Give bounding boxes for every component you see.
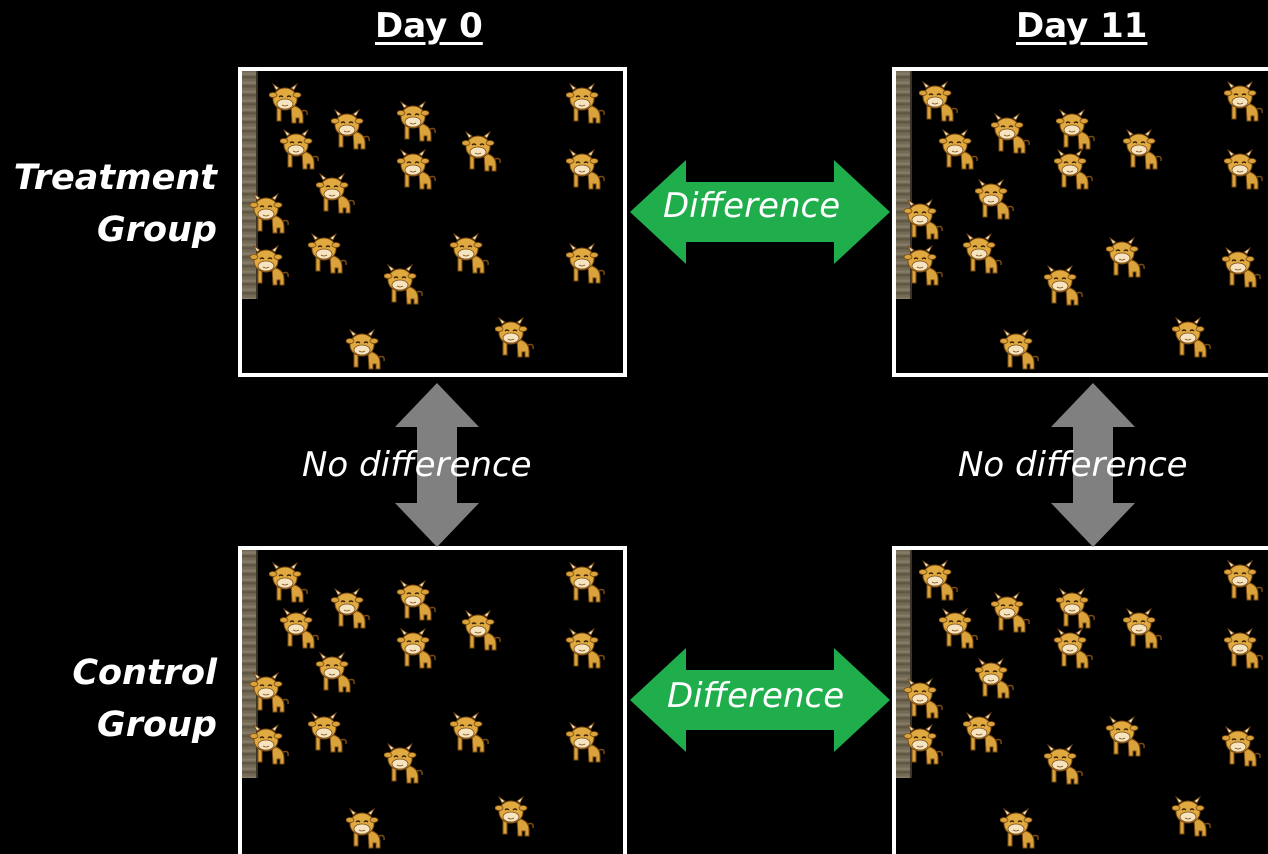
- cow-icon: [307, 711, 348, 754]
- header-day-0: Day 0: [375, 6, 483, 46]
- cow-icon: [565, 148, 606, 191]
- cow-icon: [565, 242, 606, 285]
- cow-icon: [315, 651, 356, 694]
- cow-icon: [383, 742, 424, 785]
- cow-icon: [1171, 795, 1212, 838]
- cow-icon: [1105, 236, 1146, 279]
- difference-arrow-treatment: [630, 160, 890, 264]
- cow-icon: [1053, 148, 1094, 191]
- no-difference-arrow-day-0: [395, 383, 479, 547]
- cow-icon: [1223, 80, 1264, 123]
- no-difference-label-day-0: No difference: [302, 445, 532, 485]
- label-treatment-group: Treatment Group: [2, 152, 217, 256]
- cow-icon: [461, 130, 502, 173]
- label-control-line1: Control: [72, 653, 217, 693]
- cow-icon: [903, 198, 944, 241]
- cow-icon: [1122, 128, 1163, 171]
- label-treatment-line1: Treatment: [13, 158, 217, 198]
- cow-icon: [279, 607, 320, 650]
- cow-icon: [990, 112, 1031, 155]
- cow-icon: [1171, 316, 1212, 359]
- cow-icon: [330, 108, 371, 151]
- cow-icon: [249, 723, 290, 766]
- fence-icon: [242, 550, 258, 778]
- label-treatment-line2: Group: [96, 210, 217, 250]
- header-day-11: Day 11: [1016, 6, 1148, 46]
- label-control-group: Control Group: [2, 647, 217, 751]
- cow-icon: [249, 671, 290, 714]
- cow-icon: [249, 192, 290, 235]
- cow-icon: [1122, 607, 1163, 650]
- panel-treatment-day-0: [238, 67, 627, 377]
- cow-icon: [268, 82, 309, 125]
- cow-icon: [565, 82, 606, 125]
- cow-icon: [1221, 725, 1262, 768]
- cow-icon: [962, 711, 1003, 754]
- cow-icon: [565, 627, 606, 670]
- cow-icon: [449, 232, 490, 275]
- cow-icon: [1223, 559, 1264, 602]
- cow-icon: [903, 723, 944, 766]
- no-difference-label-day-11: No difference: [958, 445, 1188, 485]
- cow-icon: [396, 627, 437, 670]
- cow-icon: [494, 316, 535, 359]
- cow-icon: [565, 721, 606, 764]
- panel-control-day-11: [892, 546, 1268, 854]
- cow-icon: [1053, 627, 1094, 670]
- panel-control-day-0: [238, 546, 627, 854]
- cow-icon: [918, 559, 959, 602]
- cow-icon: [449, 711, 490, 754]
- cow-icon: [1223, 627, 1264, 670]
- cow-icon: [1055, 108, 1096, 151]
- cow-icon: [345, 807, 386, 850]
- cow-icon: [565, 561, 606, 604]
- cow-icon: [345, 328, 386, 371]
- cow-icon: [962, 232, 1003, 275]
- cow-icon: [938, 607, 979, 650]
- cow-icon: [396, 100, 437, 143]
- fence-icon: [242, 71, 258, 299]
- cow-icon: [918, 80, 959, 123]
- difference-label-treatment: Difference: [663, 186, 841, 226]
- cow-icon: [1105, 715, 1146, 758]
- cow-icon: [903, 244, 944, 287]
- cow-icon: [1221, 246, 1262, 289]
- fence-icon: [896, 550, 912, 778]
- cow-icon: [307, 232, 348, 275]
- difference-arrow-control: [630, 648, 890, 752]
- cow-icon: [903, 677, 944, 720]
- label-control-line2: Group: [96, 705, 217, 745]
- cow-icon: [249, 244, 290, 287]
- cow-icon: [461, 609, 502, 652]
- cow-icon: [268, 561, 309, 604]
- panel-treatment-day-11: [892, 67, 1268, 377]
- cow-icon: [1043, 743, 1084, 786]
- cow-icon: [990, 591, 1031, 634]
- no-difference-arrow-day-11: [1051, 383, 1135, 547]
- cow-icon: [938, 128, 979, 171]
- cow-icon: [315, 172, 356, 215]
- cow-icon: [999, 328, 1040, 371]
- cow-icon: [1043, 264, 1084, 307]
- cow-icon: [330, 587, 371, 630]
- cow-icon: [1223, 148, 1264, 191]
- difference-label-control: Difference: [667, 676, 845, 716]
- cow-icon: [1055, 587, 1096, 630]
- cow-icon: [396, 148, 437, 191]
- cow-icon: [279, 128, 320, 171]
- cow-icon: [383, 263, 424, 306]
- cow-icon: [974, 657, 1015, 700]
- cow-icon: [494, 795, 535, 838]
- cow-icon: [999, 807, 1040, 850]
- cow-icon: [974, 178, 1015, 221]
- fence-icon: [896, 71, 912, 299]
- cow-icon: [396, 579, 437, 622]
